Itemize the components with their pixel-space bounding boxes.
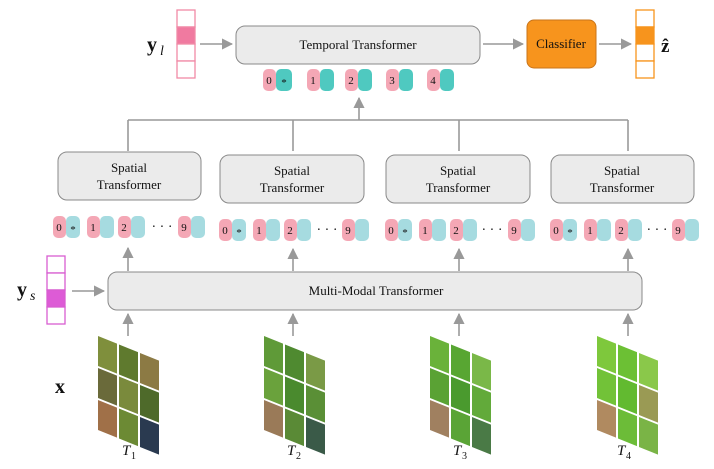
temporal-token-0-star: * (281, 77, 287, 89)
svg-text:2: 2 (296, 451, 301, 462)
classifier-label: Classifier (536, 36, 586, 51)
svg-text:1: 1 (256, 225, 262, 237)
temporal-token-0-label: 0 (266, 75, 272, 87)
temporal-tokens: 0 * 1 2 3 4 (263, 69, 454, 91)
temporal-token-3: 3 (386, 69, 413, 91)
svg-text:2: 2 (618, 225, 624, 237)
temporal-transformer-label: Temporal Transformer (299, 37, 417, 52)
svg-text:2: 2 (453, 225, 459, 237)
svg-text:· · ·: · · · (152, 220, 173, 235)
yl-label: y l (147, 34, 164, 59)
temporal-token-4-label: 4 (430, 75, 436, 87)
yl-main: y (147, 34, 157, 56)
spatial-transformer-1-line1: Spatial (111, 160, 147, 175)
multimodal-transformer-box: Multi-Modal Transformer (107, 271, 643, 311)
spatial-tokens-2: 0 * 1 2 · · · 9 (219, 219, 369, 241)
spatial-transformer-2-line1: Spatial (274, 163, 310, 178)
svg-text:0: 0 (222, 225, 228, 237)
temporal-token-1: 1 (307, 69, 334, 91)
temporal-token-2: 2 (345, 69, 372, 91)
image-stack-t4 (597, 336, 658, 455)
spatial-transformer-3-line1: Spatial (440, 163, 476, 178)
spatial-transformer-1: Spatial Transformer (57, 151, 202, 201)
svg-text:T: T (122, 443, 132, 459)
spatial-transformer-4-line1: Spatial (604, 163, 640, 178)
temporal-token-4: 4 (427, 69, 454, 91)
image-stack-t1 (98, 336, 159, 455)
temporal-token-2-label: 2 (348, 75, 354, 87)
z-hat-label: ẑ (661, 36, 670, 57)
classifier-box: Classifier (526, 19, 597, 69)
x-label: x (55, 376, 65, 398)
svg-text:0: 0 (56, 222, 62, 234)
time-label-t4: T 4 (617, 443, 631, 462)
ys-sub: s (30, 289, 36, 304)
svg-text:9: 9 (345, 225, 351, 237)
multimodal-transformer-label: Multi-Modal Transformer (309, 283, 444, 298)
spatial-transformer-4: Spatial Transformer (550, 154, 695, 204)
svg-text:2: 2 (287, 225, 293, 237)
svg-text:T: T (453, 443, 463, 459)
image-stack-t2 (264, 336, 325, 455)
temporal-transformer-box: Temporal Transformer (235, 25, 481, 65)
spatial-to-temporal-connector (127, 96, 629, 151)
spatial-tokens-3: 0 * 1 2 · · · 9 (385, 219, 535, 241)
time-label-t1: T 1 (122, 443, 136, 462)
spatial-transformer-2: Spatial Transformer (219, 154, 365, 204)
spatial-transformer-2-line2: Transformer (260, 180, 325, 195)
svg-text:1: 1 (131, 451, 136, 462)
time-label-t3: T 3 (453, 443, 467, 462)
svg-text:T: T (617, 443, 627, 459)
z-vector (635, 9, 655, 79)
temporal-token-3-label: 3 (389, 75, 395, 87)
svg-text:*: * (402, 227, 408, 239)
ys-label: y s (17, 279, 36, 304)
arrows-images-to-multimodal (122, 312, 634, 336)
spatial-transformer-3: Spatial Transformer (385, 154, 531, 204)
ys-vector (46, 255, 66, 325)
svg-text:· · ·: · · · (647, 223, 668, 238)
spatial-tokens-4: 0 * 1 2 · · · 9 (550, 219, 699, 241)
svg-text:1: 1 (422, 225, 428, 237)
ys-main: y (17, 279, 27, 301)
svg-text:*: * (236, 227, 242, 239)
image-stack-t3 (430, 336, 491, 455)
svg-text:· · ·: · · · (317, 223, 338, 238)
temporal-token-0: 0 * (263, 69, 292, 91)
time-label-t2: T 2 (287, 443, 301, 462)
yl-vector (176, 9, 196, 79)
svg-text:2: 2 (121, 222, 127, 234)
yl-sub: l (160, 44, 164, 59)
spatial-transformer-4-line2: Transformer (590, 180, 655, 195)
svg-text:3: 3 (462, 451, 467, 462)
svg-text:*: * (567, 227, 573, 239)
svg-text:0: 0 (388, 225, 394, 237)
temporal-token-1-label: 1 (310, 75, 316, 87)
spatial-transformer-3-line2: Transformer (426, 180, 491, 195)
svg-text:4: 4 (626, 451, 631, 462)
svg-text:T: T (287, 443, 297, 459)
arrows-multimodal-to-spatial (122, 246, 634, 271)
spatial-transformer-1-line2: Transformer (97, 177, 162, 192)
svg-text:1: 1 (587, 225, 593, 237)
svg-text:*: * (70, 224, 76, 236)
svg-text:9: 9 (511, 225, 517, 237)
spatial-tokens-1: 0 * 1 2 · · · 9 (53, 216, 205, 238)
svg-text:· · ·: · · · (482, 223, 503, 238)
svg-text:9: 9 (675, 225, 681, 237)
svg-text:1: 1 (90, 222, 96, 234)
svg-text:0: 0 (553, 225, 559, 237)
svg-text:9: 9 (181, 222, 187, 234)
